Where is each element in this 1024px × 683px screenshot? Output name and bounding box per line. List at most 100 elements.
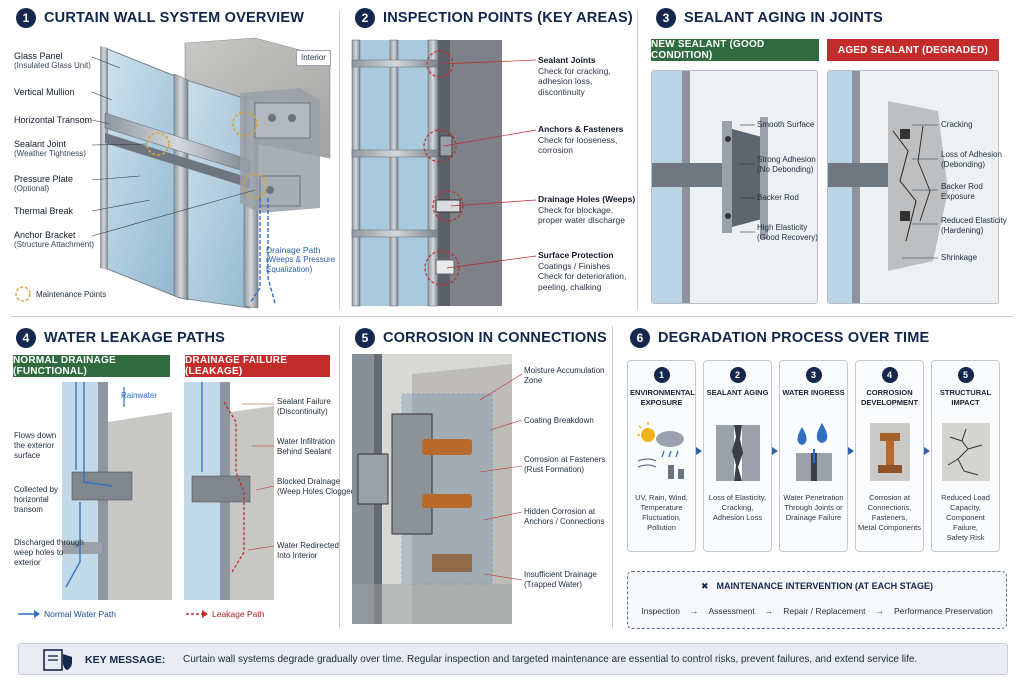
drainage-failure-tag: DRAINAGE FAILURE (LEAKAGE) bbox=[185, 355, 330, 377]
panel-3-number: 3 bbox=[656, 8, 676, 28]
panel-2-title: 2 INSPECTION POINTS (KEY AREAS) bbox=[355, 8, 633, 28]
failure-label-blocked: Blocked Drainage(Weep Holes Clogged) bbox=[277, 477, 358, 496]
aged-label-cracking: Cracking bbox=[941, 120, 973, 129]
stage-arrows bbox=[696, 447, 930, 455]
overview-label-mullion: Vertical Mullion bbox=[14, 87, 75, 97]
inspection-item-drainage: Drainage Holes (Weeps) Check for blockag… bbox=[538, 194, 636, 225]
stage-5-desc: Reduced Load Capacity, Component Failure… bbox=[941, 493, 990, 542]
tools-icon: ✖ bbox=[700, 581, 709, 591]
stage-2-title: SEALANT AGING bbox=[706, 388, 769, 397]
maintenance-step-preservation: Performance Preservation bbox=[894, 606, 993, 616]
panel-1-title: 1 CURTAIN WALL SYSTEM OVERVIEW bbox=[16, 8, 304, 28]
leakage-legend-arrows bbox=[18, 610, 208, 618]
corrosion-label-drainage: Insufficient Drainage(Trapped Water) bbox=[524, 570, 597, 589]
new-label-adhesion: Strong Adhesion(No Debonding) bbox=[757, 155, 816, 174]
panel-5-title: 5 CORROSION IN CONNECTIONS bbox=[355, 328, 607, 348]
key-message-label: KEY MESSAGE: bbox=[85, 654, 166, 666]
divider-2 bbox=[637, 10, 638, 310]
maintenance-steps: Inspection → Assessment → Repair / Repla… bbox=[628, 606, 1006, 616]
panel-4-heading: WATER LEAKAGE PATHS bbox=[44, 330, 226, 346]
corrosion-leaders bbox=[479, 373, 523, 581]
panel-3-heading: SEALANT AGING IN JOINTS bbox=[684, 10, 884, 26]
legend-leakage-path: Leakage Path bbox=[212, 609, 265, 619]
new-label-elasticity: High Elasticity(Good Recovery) bbox=[757, 223, 818, 242]
weather-icon bbox=[637, 422, 684, 479]
divider-3 bbox=[339, 326, 340, 628]
stage-5-title: STRUCTURAL IMPACT bbox=[939, 388, 992, 407]
stage-4-title: CORROSION DEVELOPMENT bbox=[860, 388, 919, 407]
cracked-sealant-icon bbox=[716, 425, 760, 481]
aged-label-shrinkage: Shrinkage bbox=[941, 253, 978, 262]
panel-3-title: 3 SEALANT AGING IN JOINTS bbox=[656, 8, 883, 28]
new-sealant-box bbox=[651, 70, 818, 304]
overview-label-anchor: Anchor Bracket(Structure Attachment) bbox=[14, 230, 95, 249]
stage-3-number: 3 bbox=[805, 367, 822, 383]
maintenance-step-inspection: Inspection bbox=[641, 606, 680, 616]
water-drop-icon bbox=[796, 423, 832, 481]
divider-h bbox=[10, 316, 1014, 317]
key-message-bar: KEY MESSAGE: Curtain wall systems degrad… bbox=[18, 643, 1008, 675]
divider-1 bbox=[339, 10, 340, 310]
stage-4-desc: Corrosion at Connections, Fasteners, Met… bbox=[858, 493, 921, 532]
stage-corrosion-development: 4 CORROSION DEVELOPMENT Corrosion at Con… bbox=[855, 360, 924, 552]
stage-1-number: 1 bbox=[653, 367, 670, 383]
arrow-icon: → bbox=[689, 606, 699, 616]
overview-label-thermal-break: Thermal Break bbox=[14, 206, 74, 216]
panel-6-number: 6 bbox=[630, 328, 650, 348]
divider-4 bbox=[612, 326, 613, 628]
stage-3-desc: Water Penetration Through Joints or Drai… bbox=[783, 493, 844, 522]
inspection-leaders bbox=[440, 59, 537, 269]
corrosion-illustration bbox=[352, 354, 512, 624]
maintenance-step-repair: Repair / Replacement bbox=[783, 606, 866, 616]
panel-4-title: 4 WATER LEAKAGE PATHS bbox=[16, 328, 225, 348]
maintenance-intervention-box: ✖MAINTENANCE INTERVENTION (AT EACH STAGE… bbox=[627, 571, 1007, 629]
stage-2-desc: Loss of Elasticity, Cracking, Adhesion L… bbox=[708, 493, 767, 522]
inspection-item-sealant: Sealant Joints Check for cracking,adhesi… bbox=[538, 55, 611, 97]
stage-sealant-aging: 2 SEALANT AGING Loss of Elasticity, Crac… bbox=[703, 360, 772, 552]
corrosion-label-fasteners: Corrosion at Fasteners(Rust Formation) bbox=[524, 455, 606, 474]
stage-4-number: 4 bbox=[881, 367, 898, 383]
panel-5-heading: CORROSION IN CONNECTIONS bbox=[383, 330, 607, 346]
aged-sealant-box bbox=[827, 70, 999, 304]
stage-2-number: 2 bbox=[729, 367, 746, 383]
inspection-illustration bbox=[351, 39, 502, 307]
panel-1-heading: CURTAIN WALL SYSTEM OVERVIEW bbox=[44, 10, 305, 26]
panel-6-heading: DEGRADATION PROCESS OVER TIME bbox=[658, 330, 930, 346]
panel-2-heading: INSPECTION POINTS (KEY AREAS) bbox=[383, 10, 633, 26]
rusty-bolt-icon bbox=[870, 423, 910, 481]
stage-3-title: WATER INGRESS bbox=[782, 388, 845, 397]
new-label-backer: Backer Rod bbox=[757, 193, 799, 202]
panel-2-number: 2 bbox=[355, 8, 375, 28]
aged-sealant-tag: AGED SEALANT (DEGRADED) bbox=[827, 39, 999, 61]
normal-drainage-illustration bbox=[62, 382, 172, 600]
drainage-path-label: Drainage Path (Weeps & Pressure Equaliza… bbox=[266, 245, 336, 274]
overview-label-pressure-plate: Pressure Plate(Optional) bbox=[14, 174, 74, 193]
arrow-icon: → bbox=[764, 606, 774, 616]
overview-label-sealant: Sealant Joint(Weather Tightness) bbox=[14, 139, 86, 158]
aged-label-elasticity: Reduced Elasticity(Hardening) bbox=[941, 216, 1007, 235]
overview-label-glass: Glass Panel(Insulated Glass Unit) bbox=[14, 51, 91, 70]
new-sealant-tag: NEW SEALANT (GOOD CONDITION) bbox=[651, 39, 819, 61]
new-sealant-illustration bbox=[652, 71, 768, 303]
stage-1-title: ENVIRONMENTAL EXPOSURE bbox=[630, 388, 695, 407]
corrosion-label-coating: Coating Breakdown bbox=[524, 416, 594, 425]
shield-document-icon bbox=[43, 649, 72, 671]
panel-5-number: 5 bbox=[355, 328, 375, 348]
maintenance-points-legend: Maintenance Points bbox=[36, 290, 107, 299]
panel-1-number: 1 bbox=[16, 8, 36, 28]
normal-drainage-tag: NORMAL DRAINAGE (FUNCTIONAL) bbox=[13, 355, 170, 377]
failure-drainage-illustration bbox=[184, 382, 274, 600]
panel-6-title: 6 DEGRADATION PROCESS OVER TIME bbox=[630, 328, 929, 348]
maintenance-title: ✖MAINTENANCE INTERVENTION (AT EACH STAGE… bbox=[700, 581, 934, 591]
new-label-smooth: Smooth Surface bbox=[757, 120, 815, 129]
arrow-icon: → bbox=[875, 606, 885, 616]
interior-tag: Interior bbox=[296, 50, 331, 66]
